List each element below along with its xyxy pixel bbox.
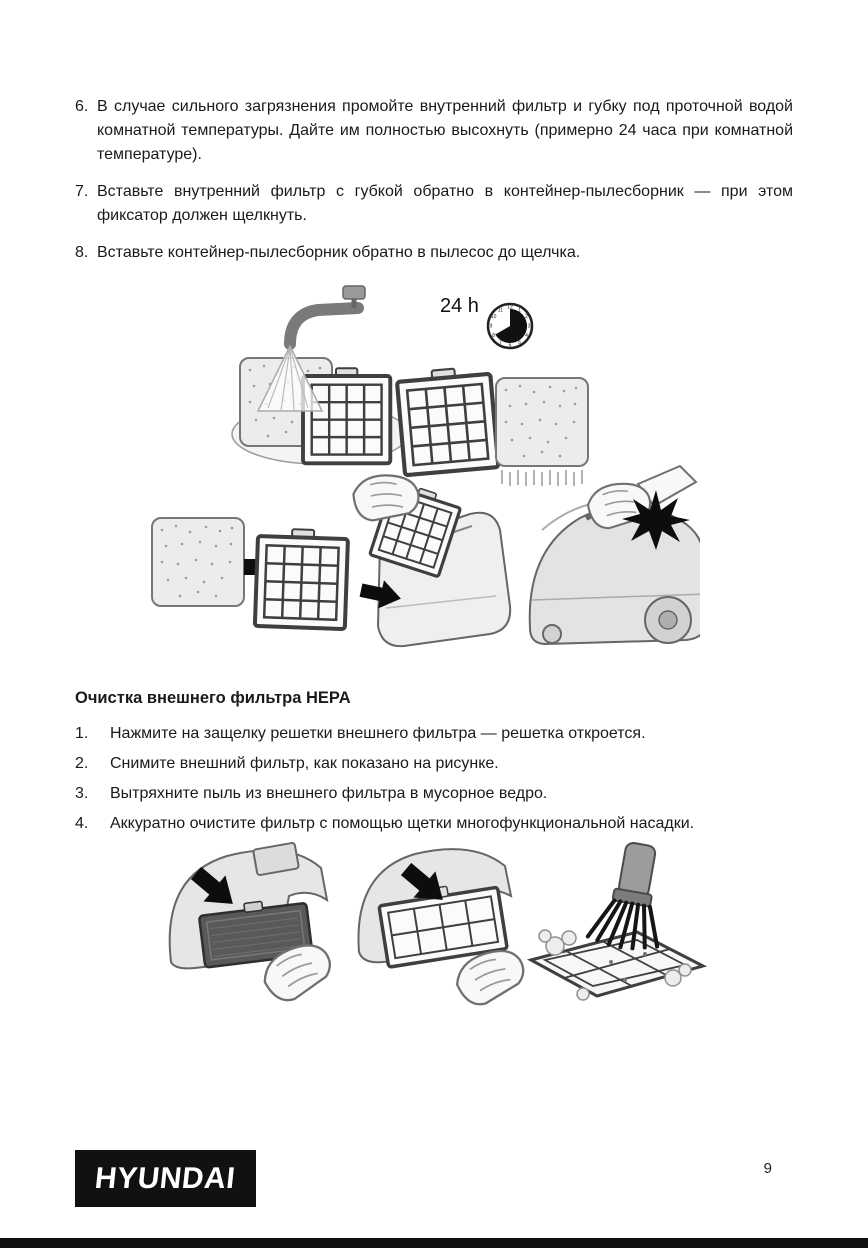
step-marker: 3. <box>75 785 89 802</box>
filter-washing-figure: 24 h 12 1 2 3 4 5 6 7 8 9 <box>151 285 710 648</box>
hepa-filter-front-icon <box>255 528 348 629</box>
brush-icon <box>585 842 660 951</box>
sponge-insert-icon <box>151 517 245 607</box>
clock-number: 3 <box>528 324 531 330</box>
page-content: 6. В случае сильного загрязнения промойт… <box>75 95 793 1037</box>
clock-number: 1 <box>518 307 521 313</box>
vacuum-knob <box>252 842 300 876</box>
list-marker: 7. <box>75 183 89 200</box>
step-marker: 1. <box>75 725 89 742</box>
duration-label: 24 h <box>440 295 479 317</box>
section-heading: Очистка внешнего фильтра HEPA <box>75 689 351 707</box>
clock-number: 4 <box>525 333 528 339</box>
list-item-7: 7. Вставьте внутренний фильтр с губкой о… <box>75 180 793 228</box>
inner-hepa-filter-icon <box>301 366 393 466</box>
hepa-cleaning-figure <box>168 842 708 1011</box>
clock-number: 6 <box>509 343 512 349</box>
clock-icon: 12 1 2 3 4 5 6 7 8 9 10 11 <box>486 302 534 350</box>
bottom-bar <box>0 1238 868 1248</box>
panel-press-latch <box>168 842 339 1008</box>
clock-number: 10 <box>491 314 497 320</box>
step-marker: 2. <box>75 755 89 772</box>
list-text: Вставьте контейнер-пылесборник обратно в… <box>97 244 581 261</box>
instruction-list-top: 6. В случае сильного загрязнения промойт… <box>75 95 793 265</box>
panel-brush-filter <box>526 842 708 1001</box>
step-item-4: 4. Аккуратно очистите фильтр с помощью щ… <box>75 812 793 835</box>
step-item-3: 3. Вытряхните пыль из внешнего фильтра в… <box>75 782 793 805</box>
clock-number: 2 <box>525 314 528 320</box>
step-item-2: 2. Снимите внешний фильтр, как показано … <box>75 752 793 775</box>
vacuum-cleaner-icon <box>528 464 710 646</box>
illustration-filter-washing: 24 h 12 1 2 3 4 5 6 7 8 9 <box>140 278 793 663</box>
list-marker: 8. <box>75 244 89 261</box>
brand-logo-box: HYUNDAI <box>75 1150 256 1207</box>
list-text: Вставьте внутренний фильтр с губкой обра… <box>97 183 793 224</box>
step-marker: 4. <box>75 815 89 832</box>
step-text: Снимите внешний фильтр, как показано на … <box>110 755 499 772</box>
faucet-icon <box>284 285 366 350</box>
list-item-8: 8. Вставьте контейнер-пылесборник обратн… <box>75 241 793 265</box>
clock-number: 8 <box>492 333 495 339</box>
step-item-1: 1. Нажмите на защелку решетки внешнего ф… <box>75 722 793 745</box>
page-number: 9 <box>763 1160 772 1177</box>
panel-remove-filter <box>357 848 531 1011</box>
clock-number: 9 <box>490 324 493 330</box>
list-marker: 6. <box>75 98 89 115</box>
list-text: В случае сильного загрязнения промойте в… <box>97 98 793 163</box>
step-text: Нажмите на защелку решетки внешнего филь… <box>110 725 646 742</box>
clock-number: 12 <box>507 305 513 311</box>
illustration-hepa-cleaning <box>163 842 793 1037</box>
clock-number: 7 <box>499 340 502 346</box>
dust-dots <box>609 952 647 982</box>
water-spray-icon <box>256 344 324 412</box>
clock-number: 5 <box>518 340 521 346</box>
sponge-drying-icon <box>495 377 589 486</box>
dust-puff-icon <box>538 929 692 1001</box>
click-burst-icon <box>622 490 690 550</box>
brand-logo: HYUNDAI <box>93 1161 238 1195</box>
step-text: Аккуратно очистите фильтр с помощью щетк… <box>110 815 695 832</box>
step-text: Вытряхните пыль из внешнего фильтра в му… <box>110 785 548 802</box>
hepa-steps-list: 1. Нажмите на защелку решетки внешнего ф… <box>75 722 793 835</box>
list-item-6: 6. В случае сильного загрязнения промойт… <box>75 95 793 167</box>
clock-number: 11 <box>498 307 503 313</box>
outer-hepa-filter-icon <box>396 366 498 476</box>
